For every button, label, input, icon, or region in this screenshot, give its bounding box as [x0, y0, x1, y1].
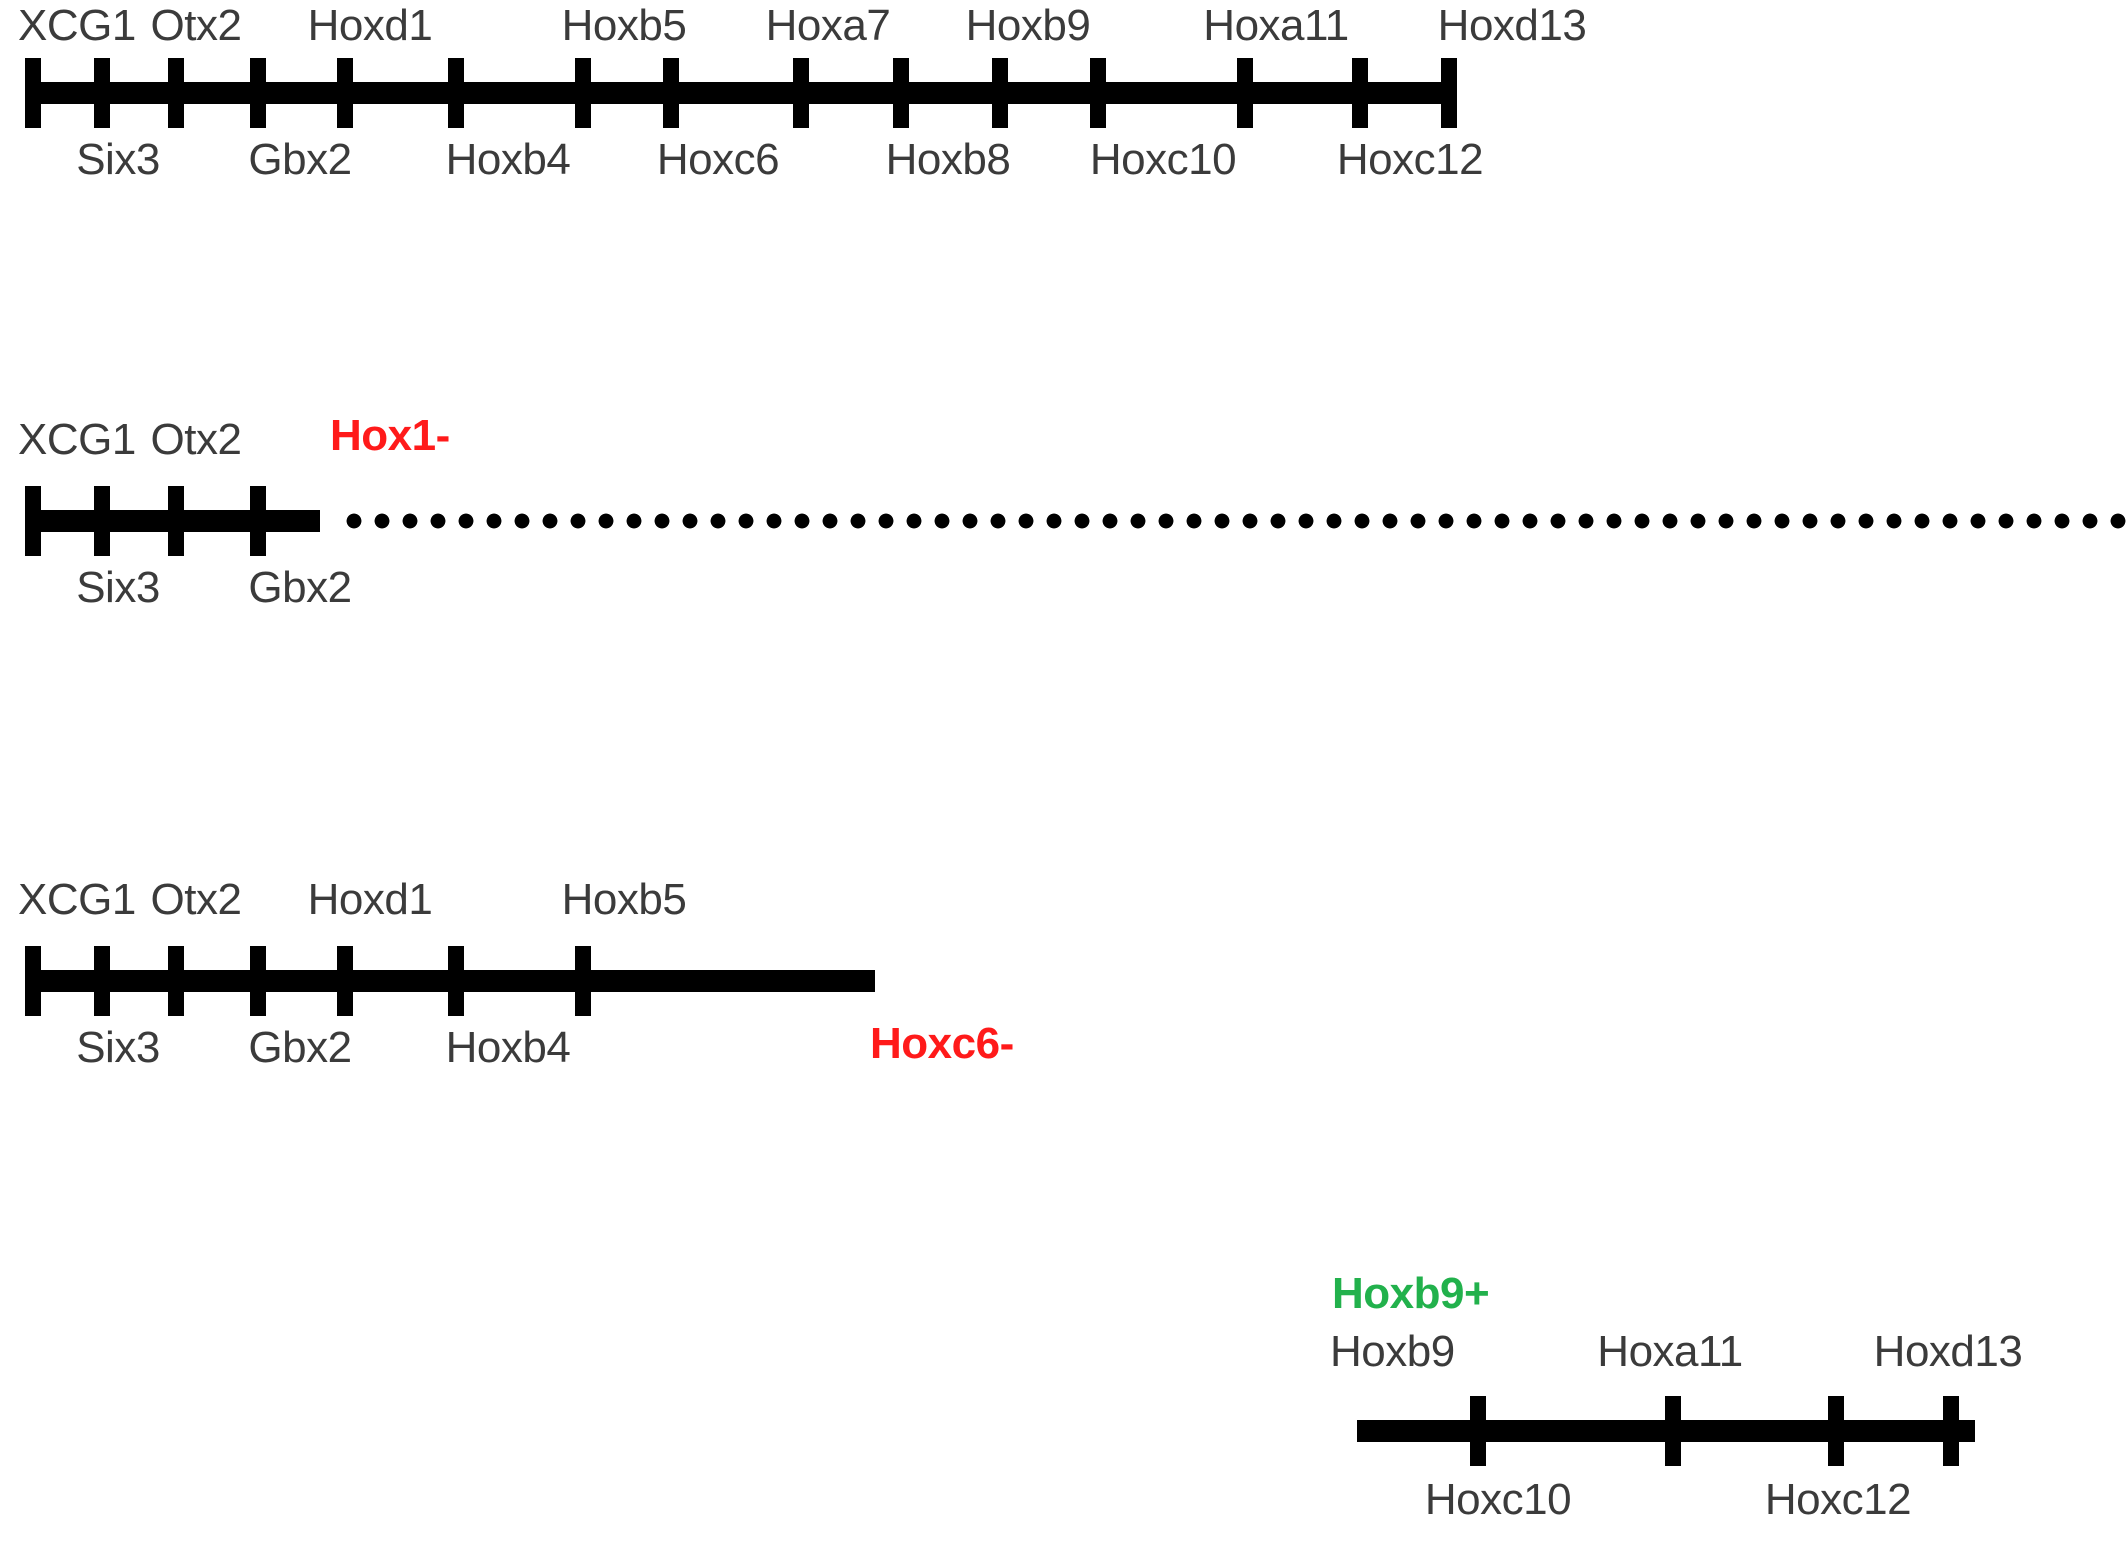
gene-label-above: Otx2 [150, 1, 242, 50]
gene-label-below: Hoxc10 [1424, 1475, 1572, 1524]
gene-label-above: Hoxb9 [965, 1, 1091, 50]
gene-label-above: Otx2 [150, 875, 242, 924]
axis-tick [250, 58, 266, 128]
axis-tick [448, 58, 464, 128]
axis-tick [94, 486, 110, 556]
axis-tick [25, 946, 41, 1016]
axis-tick [1090, 58, 1106, 128]
axis-tick [94, 946, 110, 1016]
gene-label-below: Gbx2 [248, 1023, 352, 1072]
axis-tick [250, 486, 266, 556]
gene-label-above: Hoxa7 [765, 1, 891, 50]
axis-tick [1441, 58, 1457, 128]
gene-label-above: Hoxb9 [1330, 1327, 1455, 1376]
gene-label-above: Hoxd1 [307, 1, 433, 50]
gene-label-below: Hoxc12 [1336, 135, 1484, 184]
gene-label-below: Six3 [76, 563, 160, 612]
gene-label-above: Hoxb5 [561, 1, 687, 50]
gene-label-below: Hoxc6 [656, 135, 780, 184]
axis-tick [575, 946, 591, 1016]
axis-tick [793, 58, 809, 128]
axis-tick [1828, 1396, 1844, 1466]
gene-label-below: Gbx2 [248, 135, 352, 184]
gene-label-above: Hoxa11 [1597, 1327, 1743, 1376]
axis-tick [250, 946, 266, 1016]
marker-label-hoxc6-negative: Hoxc6- [870, 1019, 1014, 1068]
gene-label-above: XCG1 [18, 415, 136, 464]
axis-tick [575, 58, 591, 128]
marker-label-hoxb9-positive: Hoxb9+ [1332, 1269, 1490, 1318]
axis-tick [168, 946, 184, 1016]
axis-tick [893, 58, 909, 128]
gene-label-above: XCG1 [18, 875, 136, 924]
gene-label-below: Hoxb4 [445, 135, 571, 184]
gene-label-below: Six3 [76, 135, 160, 184]
axis-tick [337, 946, 353, 1016]
gene-label-below: Hoxc10 [1089, 135, 1237, 184]
marker-label-hox1-negative: Hox1- [330, 411, 450, 460]
gene-label-above: Hoxd1 [307, 875, 433, 924]
gene-label-above: XCG1 [18, 1, 136, 50]
axis-tick [168, 486, 184, 556]
axis-tick [1943, 1396, 1959, 1466]
gene-label-above: Hoxa11 [1203, 1, 1349, 50]
gene-label-below: Gbx2 [248, 563, 352, 612]
gene-label-below: Hoxb8 [885, 135, 1011, 184]
gene-label-above: Hoxb5 [561, 875, 687, 924]
gene-label-below: Six3 [76, 1023, 160, 1072]
axis-baseline-dotted [340, 511, 2128, 531]
gene-label-below: Hoxc12 [1764, 1475, 1912, 1524]
axis-tick [1352, 58, 1368, 128]
axis-tick [94, 58, 110, 128]
gene-label-above: Hoxd13 [1873, 1327, 2023, 1376]
gene-label-below: Hoxb4 [445, 1023, 571, 1072]
axis-tick [168, 58, 184, 128]
axis-tick [448, 946, 464, 1016]
axis-tick [663, 58, 679, 128]
axis-tick [1665, 1396, 1681, 1466]
axis-tick [1470, 1396, 1486, 1466]
gene-label-above: Hoxd13 [1437, 1, 1587, 50]
axis-tick [25, 58, 41, 128]
axis-tick [1237, 58, 1253, 128]
gene-label-above: Otx2 [150, 415, 242, 464]
axis-tick [337, 58, 353, 128]
axis-tick [992, 58, 1008, 128]
axis-tick [25, 486, 41, 556]
